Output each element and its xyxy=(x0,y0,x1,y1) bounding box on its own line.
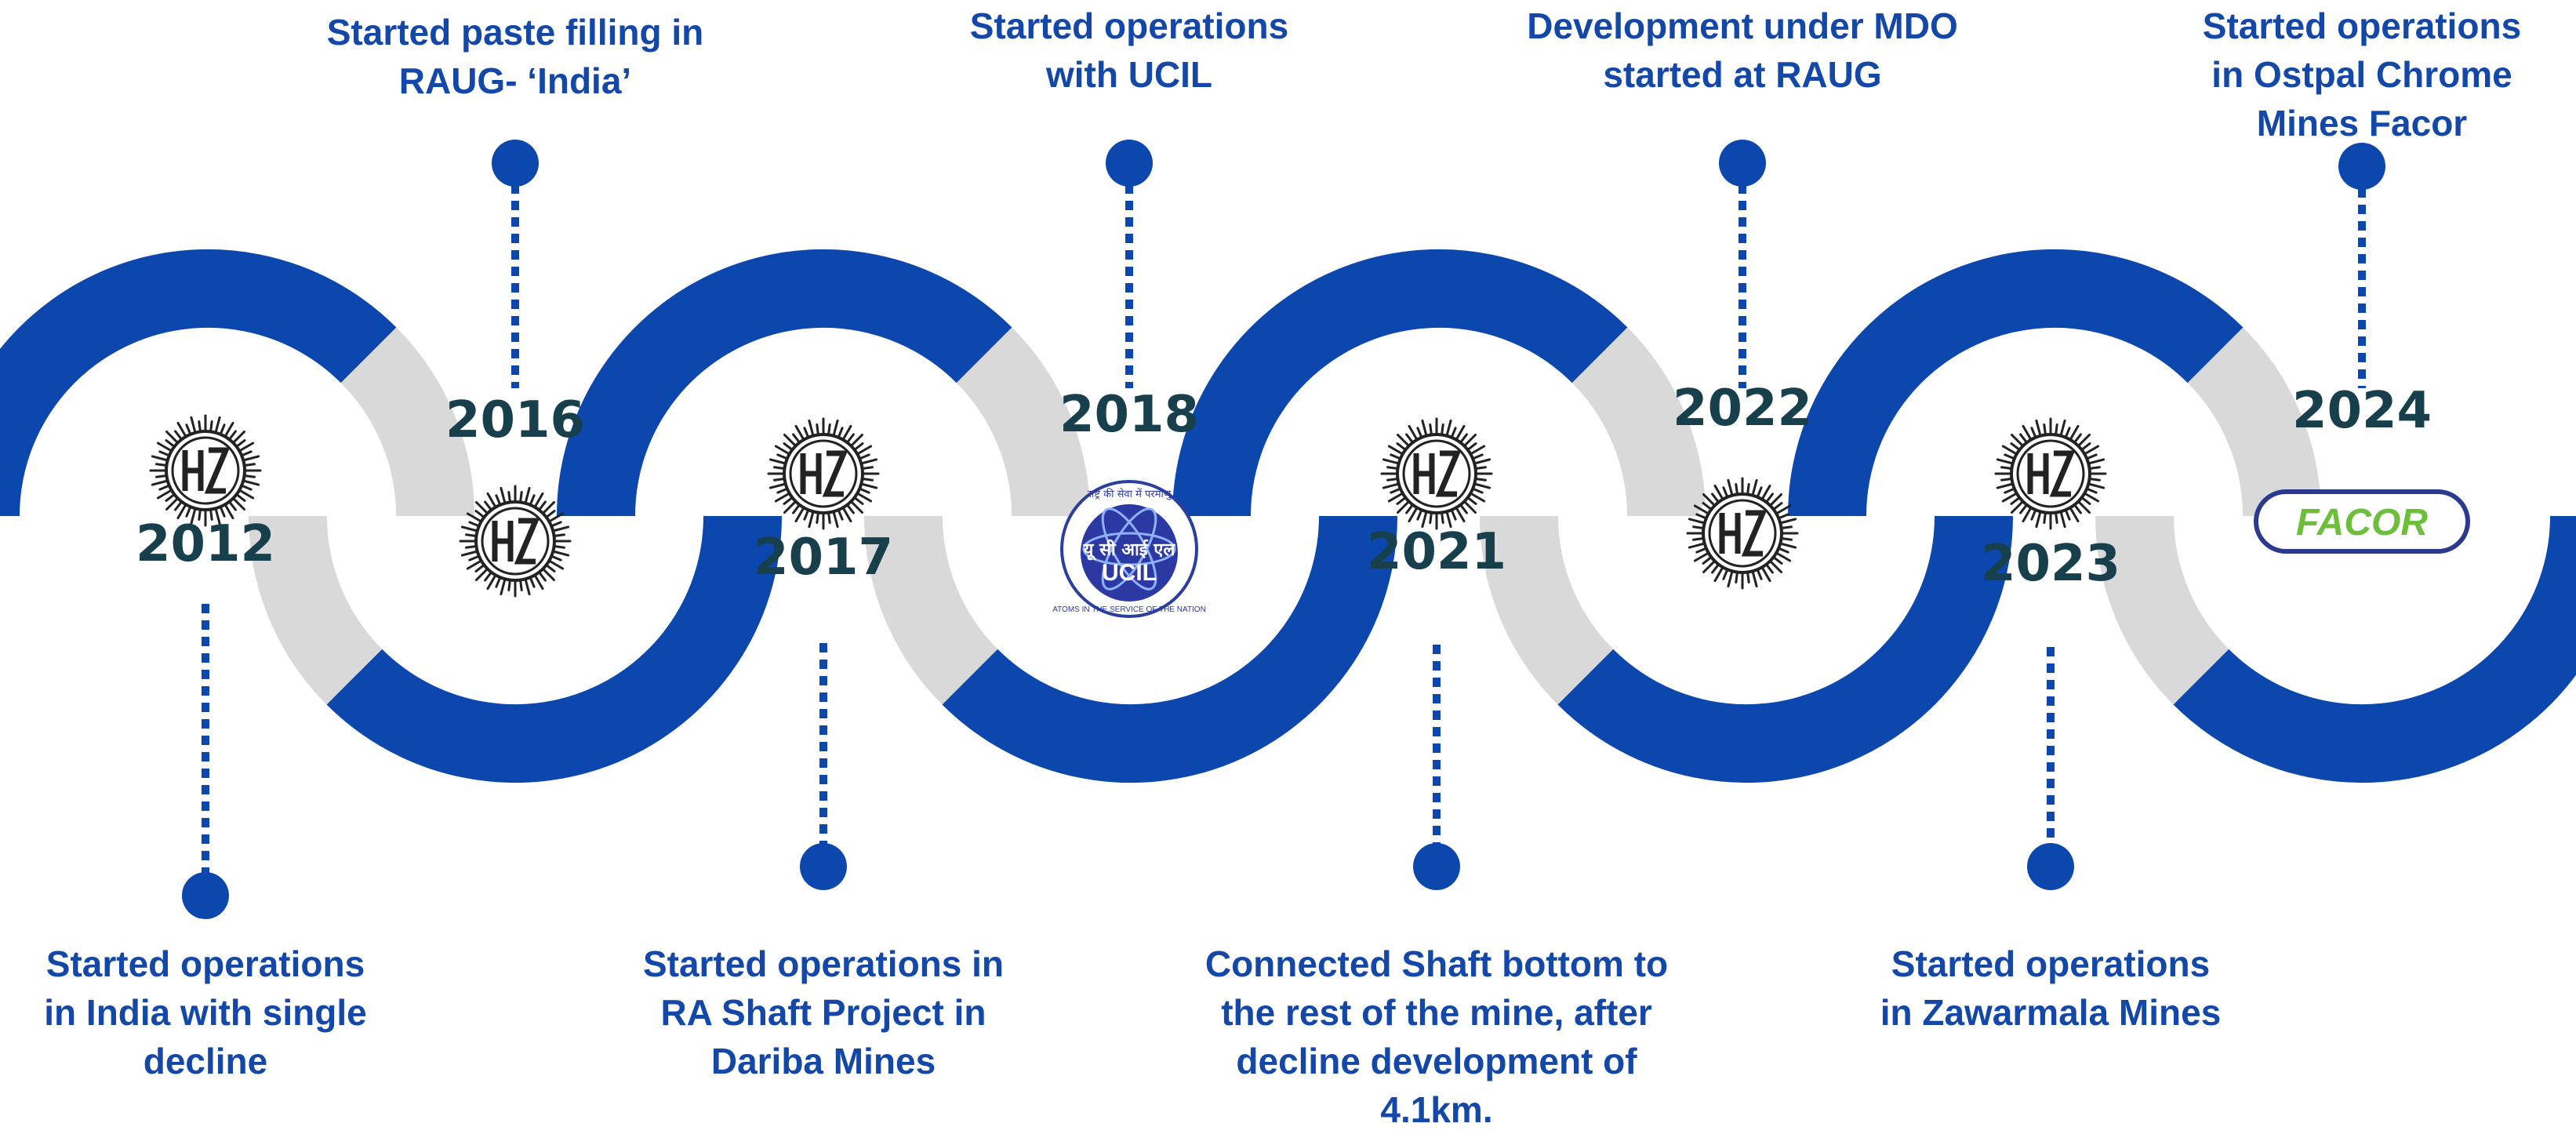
wave-arc-blue xyxy=(1172,249,1628,517)
svg-text:यू सी आई एल: यू सी आई एल xyxy=(1083,539,1176,561)
description-line: started at RAUG xyxy=(1603,54,1882,95)
description-line: Development under MDO xyxy=(1527,5,1958,46)
milestone-description: Started operations in RA Shaft Project in… xyxy=(549,940,1098,1085)
milestone-dot xyxy=(2338,143,2385,190)
year-label: 2016 xyxy=(445,391,585,449)
connector-layer xyxy=(182,140,2385,919)
description-line: Started operations xyxy=(45,943,365,984)
year-layer: 2012 2016 2017 2018 2021 2022 2023 2024 xyxy=(136,380,2432,593)
hindustan-zinc-logo-icon xyxy=(151,416,260,525)
timeline-wave xyxy=(0,249,2576,783)
description-line: with UCIL xyxy=(1045,54,1213,95)
milestone-description: Connected Shaft bottom to the rest of the… xyxy=(1162,940,1711,1134)
wave-arc-blue xyxy=(1557,515,2013,783)
wave-arc-grey xyxy=(249,515,383,705)
description-line: Connected Shaft bottom to xyxy=(1204,943,1669,984)
description-line: in India with single xyxy=(44,992,367,1033)
wave-arc-grey xyxy=(340,327,474,517)
description-line: Started paste filling in xyxy=(326,12,704,53)
wave-arc-blue xyxy=(1788,249,2244,517)
description-line: Started operations xyxy=(969,5,1289,46)
svg-text:UCIL: UCIL xyxy=(1102,560,1157,586)
hindustan-zinc-logo-icon xyxy=(1996,419,2105,529)
svg-text:ATOMS IN THE SERVICE OF THE NA: ATOMS IN THE SERVICE OF THE NATION xyxy=(1052,605,1206,614)
wave-arc-grey xyxy=(956,327,1090,517)
description-line: RA Shaft Project in xyxy=(660,992,986,1033)
description-line: decline development of xyxy=(1236,1041,1637,1081)
wave-arc-blue xyxy=(0,249,397,517)
svg-text:राष्ट्र की सेवा में परमाणु: राष्ट्र की सेवा में परमाणु xyxy=(1088,488,1172,500)
description-line: 4.1km. xyxy=(1380,1089,1493,1130)
wave-arc-grey xyxy=(1571,327,1706,517)
description-line: in Ostpal Chrome xyxy=(2211,54,2512,95)
description-line: Started operations xyxy=(1891,943,2211,984)
hindustan-zinc-logo-icon xyxy=(1382,419,1491,529)
description-line: Dariba Mines xyxy=(710,1041,936,1081)
milestone-dot xyxy=(182,872,229,919)
description-line: Started operations in xyxy=(642,943,1005,984)
milestone-description: Started operations in Zawarmala Mines xyxy=(1776,940,2325,1037)
description-line: decline xyxy=(143,1041,268,1081)
facor-logo-icon: FACOR xyxy=(2254,489,2470,554)
milestone-dot xyxy=(492,140,539,187)
wave-arc-blue xyxy=(2173,515,2576,783)
description-line: Started operations xyxy=(2202,5,2522,46)
wave-arc-blue xyxy=(942,515,1397,783)
description-line: Mines Facor xyxy=(2256,103,2468,144)
year-label: 2023 xyxy=(1981,535,2120,593)
svg-text:FACOR: FACOR xyxy=(2296,502,2428,543)
year-label: 2021 xyxy=(1367,523,1506,581)
milestone-dot xyxy=(1413,843,1460,890)
year-label: 2022 xyxy=(1673,380,1812,438)
year-label: 2017 xyxy=(754,529,893,587)
milestone-dot xyxy=(2027,843,2074,890)
milestone-dot xyxy=(1719,140,1766,187)
hindustan-zinc-logo-icon xyxy=(1688,478,1797,588)
ucil-logo-icon: राष्ट्र की सेवा में परमाणु यू सी आई एलUCI… xyxy=(1052,480,1206,618)
year-label: 2018 xyxy=(1059,386,1199,444)
description-line: in Zawarmala Mines xyxy=(1880,992,2222,1033)
hindustan-zinc-logo-icon xyxy=(460,486,570,596)
description-line: the rest of the mine, after xyxy=(1221,992,1652,1033)
description-line: RAUG- ‘India’ xyxy=(398,60,632,101)
wave-arc-blue xyxy=(557,249,1012,517)
wave-arc-grey xyxy=(1480,515,1614,705)
milestone-description: Started paste filling in RAUG- ‘India’ xyxy=(241,8,790,105)
hindustan-zinc-logo-icon xyxy=(768,419,878,529)
milestone-dot xyxy=(800,843,847,890)
wave-arc-grey xyxy=(864,515,998,705)
logo-layer: राष्ट्र की सेवा में परमाणु यू सी आई एलUCI… xyxy=(151,416,2470,618)
wave-arc-grey xyxy=(2095,515,2229,705)
year-label: 2012 xyxy=(136,515,275,573)
milestone-dot xyxy=(1106,140,1153,187)
wave-arc-blue xyxy=(326,515,782,783)
year-label: 2024 xyxy=(2292,382,2432,440)
milestone-description: Development under MDO started at RAUG xyxy=(1468,2,2017,99)
milestone-description: Started operations with UCIL xyxy=(855,2,1404,99)
milestone-description: Started operations in India with single de… xyxy=(2,940,409,1085)
wave-arc-grey xyxy=(2187,327,2321,517)
